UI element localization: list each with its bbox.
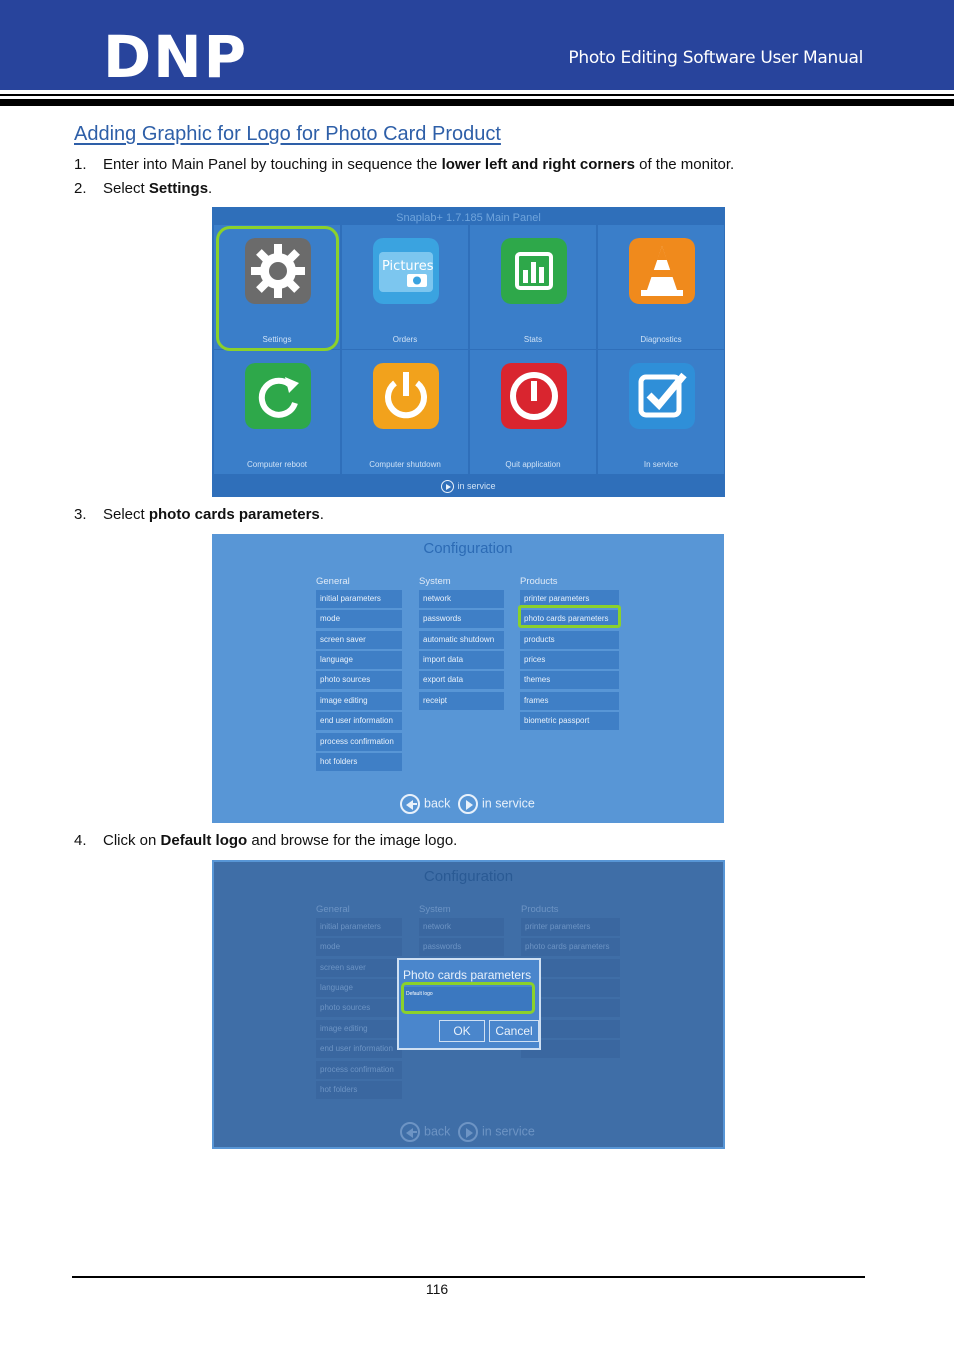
config-item[interactable]: printer parameters xyxy=(520,590,619,608)
back-button[interactable]: back xyxy=(400,794,450,814)
back-button[interactable]: back xyxy=(400,1122,450,1142)
back-arrow-icon xyxy=(400,794,420,814)
svg-text:Pictures: Pictures xyxy=(382,259,434,274)
step-1: 1.Enter into Main Panel by touching in s… xyxy=(74,156,735,173)
dnp-logo: DNP xyxy=(103,29,248,81)
configuration-screenshot: Configuration General System Products in… xyxy=(212,534,724,823)
main-panel-footer[interactable]: in service xyxy=(212,480,725,493)
config-item[interactable]: hot folders xyxy=(316,753,402,771)
config-item xyxy=(521,999,620,1017)
play-icon xyxy=(441,480,455,493)
config-item: process confirmation xyxy=(316,1061,402,1079)
config-item[interactable]: language xyxy=(316,651,402,669)
step-4: 4.Click on Default logo and browse for t… xyxy=(74,832,458,849)
config-item xyxy=(521,979,620,997)
column-heading-general: General xyxy=(316,904,350,915)
config-item[interactable]: mode xyxy=(316,610,402,628)
config-item: mode xyxy=(316,938,402,956)
tile-stats[interactable]: Stats xyxy=(470,225,596,349)
cancel-button[interactable]: Cancel xyxy=(489,1020,539,1042)
page-number: 116 xyxy=(425,1281,449,1297)
config-item[interactable]: prices xyxy=(520,651,619,669)
config-item: end user information xyxy=(316,1040,402,1058)
gear-icon xyxy=(245,238,311,304)
traffic-cone-icon xyxy=(629,238,695,304)
step-3: 3.Select photo cards parameters. xyxy=(74,506,324,523)
tile-diagnostics[interactable]: Diagnostics xyxy=(598,225,724,349)
footer-rule xyxy=(72,1276,865,1278)
config-item[interactable]: export data xyxy=(419,671,504,689)
config-item[interactable]: initial parameters xyxy=(316,590,402,608)
config-item: passwords xyxy=(419,938,504,956)
config-item-photo-cards-parameters[interactable]: photo cards parameters xyxy=(520,610,619,628)
photo-cards-highlight xyxy=(518,605,621,628)
photo-cards-dialog: Photo cards parameters Default logo OK C… xyxy=(397,958,541,1050)
column-heading-products: Products xyxy=(520,576,558,587)
config-item: image editing xyxy=(316,1020,402,1038)
step-2: 2.Select Settings. xyxy=(74,180,213,197)
section-heading: Adding Graphic for Logo for Photo Card P… xyxy=(74,123,501,145)
tile-computer-reboot[interactable]: Computer reboot xyxy=(214,350,340,474)
in-service-button[interactable]: in service xyxy=(458,794,535,814)
default-logo-highlight xyxy=(401,982,535,1014)
config-item[interactable]: screen saver xyxy=(316,631,402,649)
column-heading-system: System xyxy=(419,904,451,915)
main-panel-title: Snaplab+ 1.7.185 Main Panel xyxy=(396,212,541,224)
config-item[interactable]: themes xyxy=(520,671,619,689)
refresh-icon xyxy=(245,363,311,429)
tile-orders[interactable]: Pictures Orders xyxy=(342,225,468,349)
config-item[interactable]: products xyxy=(520,631,619,649)
config-item[interactable]: frames xyxy=(520,692,619,710)
default-logo-field[interactable]: Default logo xyxy=(404,987,532,1013)
config-item: initial parameters xyxy=(316,918,402,936)
tile-settings[interactable]: Settings xyxy=(214,225,340,349)
main-panel-screenshot: Snaplab+ 1.7.185 Main Panel Settings Pic… xyxy=(212,207,725,497)
pictures-folder-icon: Pictures xyxy=(373,238,439,304)
configuration-title: Configuration xyxy=(423,540,513,557)
config-item[interactable]: automatic shutdown xyxy=(419,631,504,649)
config-item: photo sources xyxy=(316,999,402,1017)
header-rule xyxy=(0,94,954,106)
config-item: language xyxy=(316,979,402,997)
config-item[interactable]: process confirmation xyxy=(316,733,402,751)
tile-computer-shutdown[interactable]: Computer shutdown xyxy=(342,350,468,474)
logo-text: DNP xyxy=(103,29,248,81)
config-item[interactable]: end user information xyxy=(316,712,402,730)
checkmark-icon xyxy=(629,363,695,429)
stop-icon xyxy=(501,363,567,429)
document-title: Photo Editing Software User Manual xyxy=(568,48,863,68)
config-item: photo cards parameters xyxy=(521,938,620,956)
dialog-title: Photo cards parameters xyxy=(403,968,532,982)
config-item[interactable]: receipt xyxy=(419,692,504,710)
config-item: screen saver xyxy=(316,959,402,977)
play-icon xyxy=(458,1122,478,1142)
play-icon xyxy=(458,794,478,814)
config-item[interactable]: passwords xyxy=(419,610,504,628)
bar-chart-icon xyxy=(501,238,567,304)
column-heading-system: System xyxy=(419,576,451,587)
config-item xyxy=(521,1040,620,1058)
config-item[interactable]: import data xyxy=(419,651,504,669)
back-arrow-icon xyxy=(400,1122,420,1142)
column-heading-products: Products xyxy=(521,904,559,915)
dialog-screenshot: Configuration General System Products in… xyxy=(212,860,725,1149)
page-header: DNP Photo Editing Software User Manual xyxy=(0,0,954,90)
power-icon xyxy=(373,363,439,429)
config-item[interactable]: image editing xyxy=(316,692,402,710)
in-service-button[interactable]: in service xyxy=(458,1122,535,1142)
config-item xyxy=(521,959,620,977)
config-item: printer parameters xyxy=(521,918,620,936)
tile-in-service[interactable]: In service xyxy=(598,350,724,474)
column-heading-general: General xyxy=(316,576,350,587)
config-item xyxy=(521,1020,620,1038)
config-item: hot folders xyxy=(316,1081,402,1099)
tile-quit-application[interactable]: Quit application xyxy=(470,350,596,474)
config-item: network xyxy=(419,918,504,936)
config-item[interactable]: photo sources xyxy=(316,671,402,689)
config-item[interactable]: network xyxy=(419,590,504,608)
config-item[interactable]: biometric passport xyxy=(520,712,619,730)
ok-button[interactable]: OK xyxy=(439,1020,485,1042)
settings-highlight xyxy=(216,226,339,351)
configuration-title: Configuration xyxy=(423,868,514,885)
